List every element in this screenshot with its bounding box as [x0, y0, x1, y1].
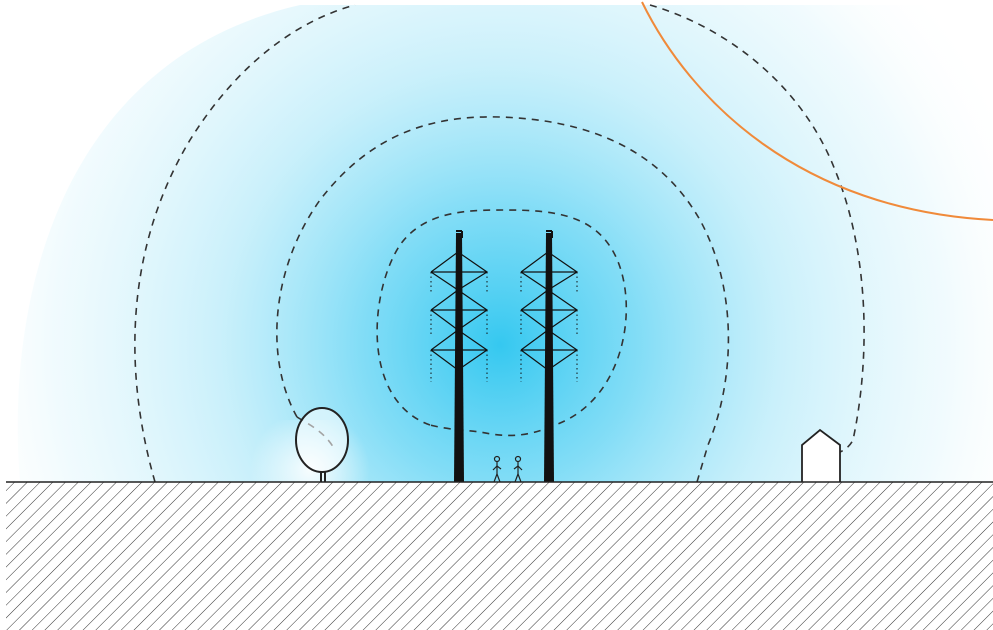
pylon-left [430, 230, 489, 482]
ground [6, 481, 993, 630]
field-contour-inner [376, 209, 628, 437]
field-contour-outer [134, 4, 865, 482]
house [801, 428, 841, 482]
orange-arc [641, 1, 993, 221]
field-background [17, 5, 993, 482]
tree [295, 407, 349, 482]
field-contour-middle [276, 116, 730, 482]
person-right [513, 455, 523, 483]
field-contours [134, 4, 865, 482]
person-left [492, 455, 502, 483]
pylon-right [520, 230, 579, 482]
